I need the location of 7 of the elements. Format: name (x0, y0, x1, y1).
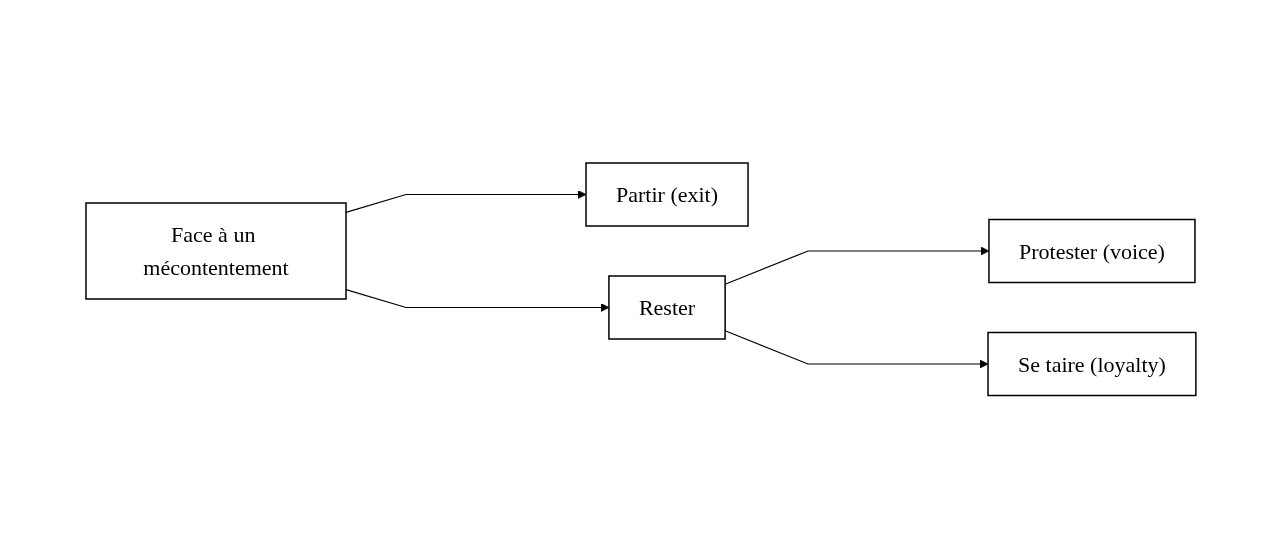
node-box: Rester (607, 275, 726, 340)
node-box: Se taire (loyalty) (986, 331, 1197, 396)
arrow (724, 246, 989, 285)
node-box: Partir (exit) (584, 162, 749, 227)
node-box: Face à un mécontentement (84, 202, 347, 300)
arrow (724, 329, 988, 369)
node-box: Protester (voice) (987, 218, 1196, 283)
